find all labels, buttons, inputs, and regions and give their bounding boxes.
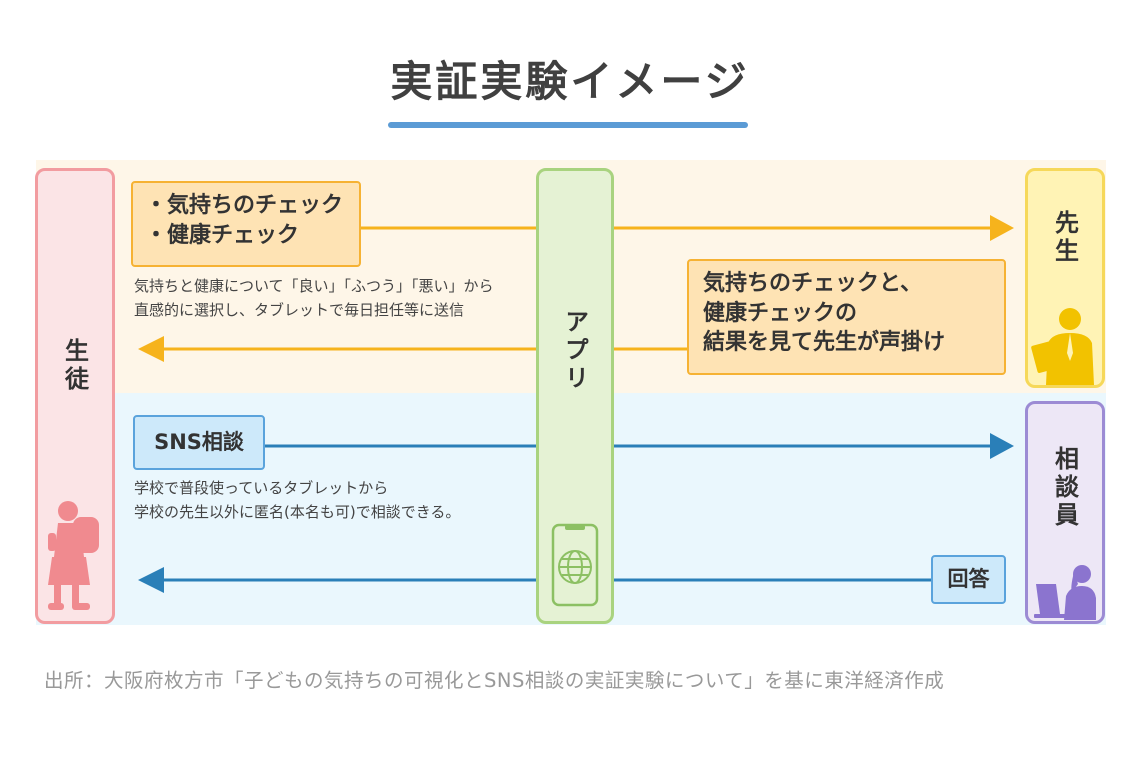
app-label: アプリ: [560, 309, 589, 393]
feedback-line-3: 結果を見て先生が声掛け: [703, 330, 946, 356]
student-label: 生徒: [60, 338, 89, 394]
teacher-silhouette-icon: [1031, 308, 1094, 385]
sns-description-line-2: 学校の先生以外に匿名(本名も可)で相談できる。: [134, 503, 461, 521]
sns-description: 学校で普段使っているタブレットから 学校の先生以外に匿名(本名も可)で相談できる…: [134, 476, 534, 524]
teacher-label: 先生: [1050, 210, 1079, 266]
check-description-line-1: 気持ちと健康について「良い」「ふつう」「悪い」から: [134, 277, 494, 295]
sns-arrow-head: [990, 433, 1014, 459]
answer-arrow-head: [138, 567, 164, 593]
feedback-arrow-head: [138, 336, 164, 362]
counselor-silhouette-icon: [1034, 565, 1096, 620]
check-description-line-2: 直感的に選択し、タブレットで毎日担任等に送信: [134, 301, 465, 319]
check-description: 気持ちと健康について「良い」「ふつう」「悪い」から 直感的に選択し、タブレットで…: [134, 274, 534, 322]
emotion-health-check-box: ・気持ちのチェック ・健康チェック: [131, 181, 361, 267]
student-silhouette-icon: [48, 501, 99, 610]
check-item-health: ・健康チェック: [145, 222, 300, 248]
sns-consultation-box: SNS相談: [133, 415, 265, 470]
title-underline: [388, 122, 748, 128]
check-item-feeling: ・気持ちのチェック: [145, 193, 344, 218]
answer-box: 回答: [931, 555, 1006, 604]
feedback-line-1: 気持ちのチェックと、: [703, 271, 923, 296]
smartphone-globe-icon: [551, 523, 599, 607]
feedback-line-2: 健康チェックの: [703, 300, 858, 326]
teacher-feedback-box: 気持ちのチェックと、 健康チェックの 結果を見て先生が声掛け: [687, 259, 1006, 375]
source-credit: 出所：大阪府枚方市「子どもの気持ちの可視化とSNS相談の実証実験について」を基に…: [44, 669, 945, 692]
diagram-title: 実証実験イメージ: [390, 57, 750, 106]
counselor-label: 相談員: [1050, 445, 1079, 530]
check-arrow-head: [990, 215, 1014, 241]
sns-description-line-1: 学校で普段使っているタブレットから: [134, 479, 389, 497]
